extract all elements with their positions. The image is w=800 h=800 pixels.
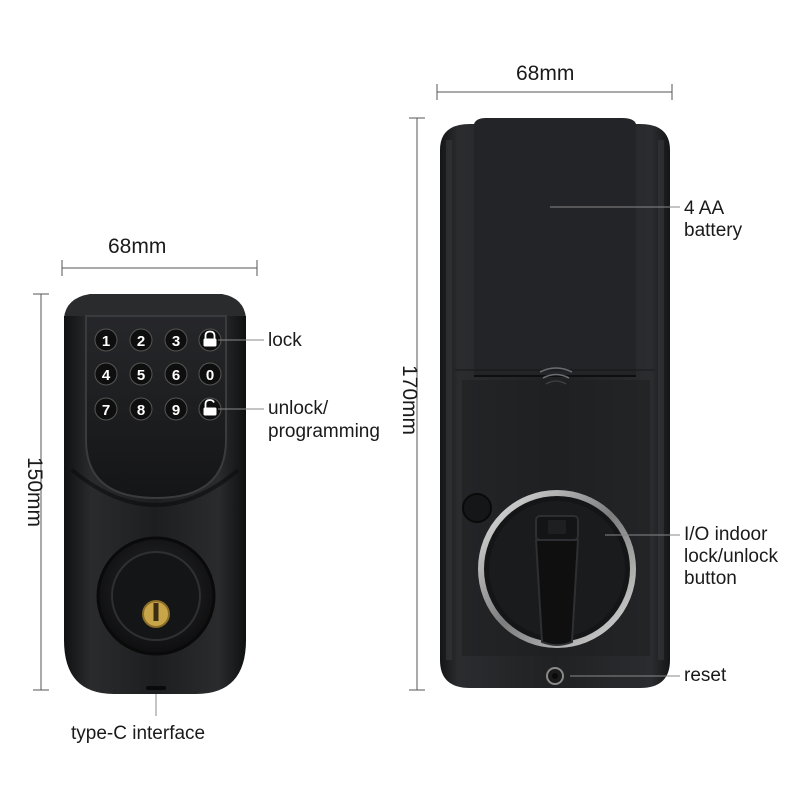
key-2[interactable]: 2 bbox=[129, 328, 153, 352]
svg-text:9: 9 bbox=[172, 402, 180, 419]
back-width-label: 68mm bbox=[516, 62, 575, 85]
io-callout-line2: lock/unlock bbox=[684, 546, 778, 567]
svg-text:1: 1 bbox=[102, 333, 110, 350]
svg-text:8: 8 bbox=[137, 402, 145, 419]
back-height-label: 170mm bbox=[398, 364, 422, 436]
io-callout-line3: button bbox=[684, 568, 737, 589]
svg-text:3: 3 bbox=[172, 333, 180, 350]
battery-callout-line1: 4 AA bbox=[684, 198, 725, 219]
key-8[interactable]: 8 bbox=[129, 397, 153, 421]
key-9[interactable]: 9 bbox=[164, 397, 188, 421]
lock-key[interactable] bbox=[198, 328, 222, 352]
type-c-callout: type-C interface bbox=[71, 723, 206, 744]
front-height-dimension bbox=[33, 293, 49, 691]
svg-text:2: 2 bbox=[137, 333, 145, 350]
key-7[interactable]: 7 bbox=[94, 397, 118, 421]
unlock-icon bbox=[203, 399, 217, 416]
key-0[interactable]: 0 bbox=[198, 362, 222, 386]
front-width-dimension bbox=[61, 260, 258, 276]
back-lock bbox=[440, 118, 670, 688]
lock-icon bbox=[203, 330, 217, 347]
lock-callout: lock bbox=[268, 330, 302, 351]
front-callout-lines bbox=[155, 339, 264, 716]
keypad: 1 2 3 4 5 6 0 7 8 9 bbox=[94, 328, 222, 421]
reset-callout: reset bbox=[684, 665, 727, 686]
battery-callout-line2: battery bbox=[684, 220, 743, 241]
keypad-panel bbox=[85, 315, 227, 500]
svg-text:4: 4 bbox=[102, 367, 111, 384]
type-c-port bbox=[146, 686, 166, 690]
unlock-key[interactable] bbox=[198, 397, 222, 421]
svg-text:7: 7 bbox=[102, 402, 110, 419]
svg-text:5: 5 bbox=[137, 367, 145, 384]
front-lock bbox=[64, 294, 246, 694]
front-height-label: 150mm bbox=[23, 456, 47, 528]
back-width-dimension bbox=[436, 84, 673, 100]
key-1[interactable]: 1 bbox=[94, 328, 118, 352]
thumb-turn bbox=[534, 515, 580, 646]
key-4[interactable]: 4 bbox=[94, 362, 118, 386]
side-button bbox=[462, 493, 492, 523]
battery-cover bbox=[474, 118, 636, 376]
front-width-label: 68mm bbox=[108, 235, 167, 258]
key-3[interactable]: 3 bbox=[164, 328, 188, 352]
unlock-callout-line1: unlock/ bbox=[268, 398, 329, 419]
key-5[interactable]: 5 bbox=[129, 362, 153, 386]
svg-text:0: 0 bbox=[206, 367, 214, 384]
front-top-rail bbox=[64, 294, 246, 318]
back-height-dimension bbox=[409, 117, 425, 691]
svg-text:6: 6 bbox=[172, 367, 180, 384]
unlock-callout-line2: programming bbox=[268, 421, 380, 442]
key-6[interactable]: 6 bbox=[164, 362, 188, 386]
back-callout-lines bbox=[550, 206, 680, 677]
io-callout-line1: I/O indoor bbox=[684, 524, 768, 545]
